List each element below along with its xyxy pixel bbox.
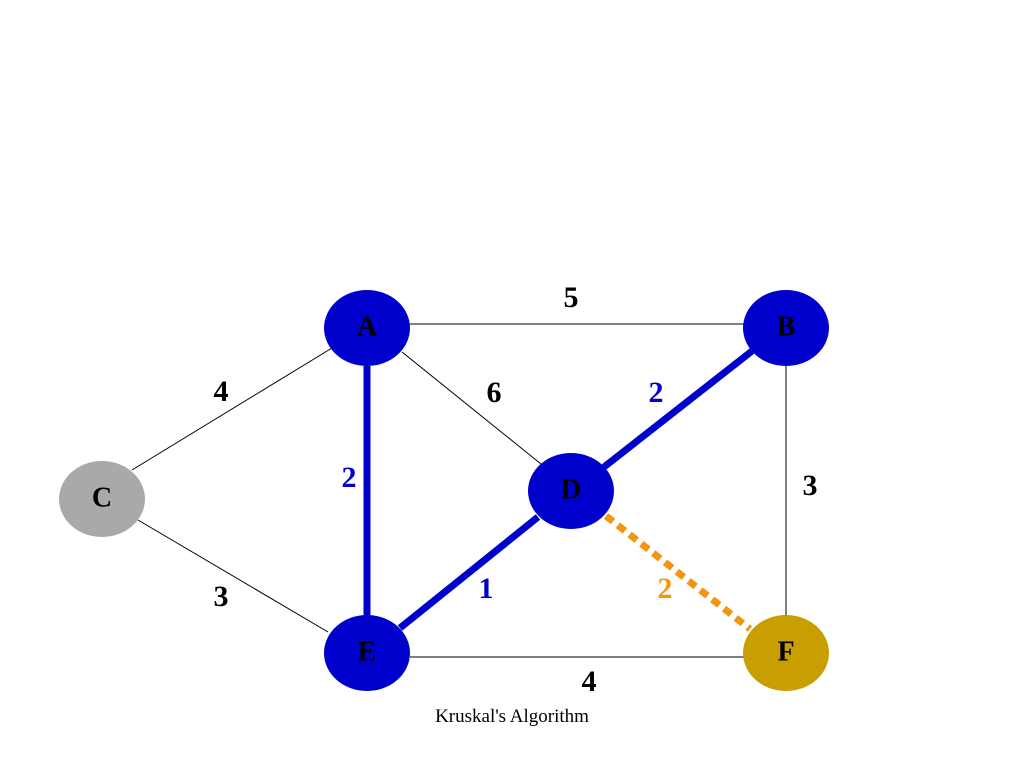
node-f-circle [743, 615, 829, 691]
node-c: C [59, 461, 145, 537]
diagram-caption: Kruskal's Algorithm [435, 706, 589, 727]
node-b-circle [743, 290, 829, 366]
edge-weight-d-b: 2 [649, 376, 664, 409]
edge-d-b [601, 348, 755, 470]
edge-c-e [137, 519, 329, 633]
edge-labels-layer: 5 4 6 2 2 3 3 1 2 4 [214, 281, 818, 698]
node-b: B [743, 290, 829, 366]
edge-a-d [401, 351, 542, 465]
node-d-circle [528, 453, 614, 529]
node-f-label: F [777, 636, 794, 667]
edge-weight-d-f: 2 [658, 572, 673, 605]
node-e-circle [324, 615, 410, 691]
node-a: A [324, 290, 410, 366]
node-f: F [743, 615, 829, 691]
edge-weight-a-d: 6 [487, 376, 502, 409]
node-b-label: B [777, 311, 796, 342]
node-e-label: E [358, 636, 377, 667]
edge-weight-b-f: 3 [803, 469, 818, 502]
edge-weight-a-b: 5 [564, 281, 579, 314]
edge-d-e [397, 514, 541, 631]
edge-weight-a-e: 2 [342, 461, 357, 494]
node-a-circle [324, 290, 410, 366]
node-e: E [324, 615, 410, 691]
edge-weight-a-c: 4 [214, 375, 229, 408]
edge-weight-e-f: 4 [582, 665, 597, 698]
edge-weight-c-e: 3 [214, 580, 229, 613]
node-a-label: A [357, 311, 378, 342]
nodes-layer: A B C D E F [59, 290, 829, 691]
edge-a-c [131, 347, 333, 471]
edge-d-f [603, 513, 753, 632]
node-c-circle [59, 461, 145, 537]
node-d-label: D [561, 474, 581, 505]
edges-layer [131, 323, 787, 658]
node-d: D [528, 453, 614, 529]
node-c-label: C [92, 482, 112, 513]
edge-weight-d-e: 1 [479, 572, 494, 605]
